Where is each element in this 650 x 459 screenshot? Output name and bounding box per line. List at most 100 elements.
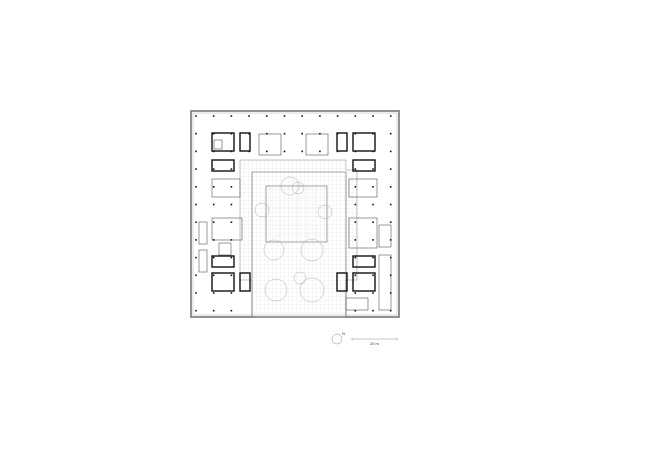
- north-label: N: [342, 331, 345, 336]
- column: [389, 186, 392, 188]
- column: [195, 150, 197, 153]
- column: [372, 221, 374, 223]
- column: [354, 115, 357, 117]
- column: [389, 292, 392, 294]
- room-e3: [378, 224, 392, 248]
- column: [354, 256, 357, 259]
- column: [389, 239, 392, 241]
- column: [212, 239, 215, 241]
- column: [354, 186, 357, 188]
- column: [389, 256, 392, 259]
- column: [212, 115, 215, 117]
- core-sw-upper: [211, 255, 235, 268]
- core-sw: [211, 272, 235, 292]
- room-w5: [198, 249, 208, 273]
- scale-label: 20 m: [370, 341, 380, 346]
- column: [230, 132, 233, 135]
- column: [283, 132, 286, 135]
- column: [266, 115, 268, 117]
- column: [212, 221, 215, 223]
- column: [230, 309, 233, 312]
- stair-nw: [239, 132, 251, 152]
- column: [212, 292, 215, 294]
- column: [266, 132, 268, 135]
- column: [212, 150, 215, 153]
- column: [389, 221, 392, 223]
- column: [212, 203, 215, 206]
- column: [372, 256, 374, 259]
- column: [354, 221, 357, 223]
- room-n2: [305, 133, 329, 156]
- column: [354, 150, 357, 153]
- column: [212, 168, 215, 170]
- column: [336, 150, 339, 153]
- column: [354, 309, 357, 312]
- column: [230, 256, 233, 259]
- core-nw: [211, 132, 235, 152]
- column: [389, 168, 392, 170]
- core-nw-lower: [211, 159, 235, 172]
- room-e2: [348, 217, 378, 249]
- tree: [317, 204, 333, 220]
- column: [372, 115, 374, 117]
- column: [389, 309, 392, 312]
- column: [372, 150, 374, 153]
- tree: [300, 238, 324, 262]
- north-circle: [331, 333, 343, 345]
- column: [212, 274, 215, 277]
- tree: [293, 271, 307, 285]
- north-arrow: N: [331, 331, 345, 345]
- column: [230, 168, 233, 170]
- column: [195, 115, 197, 117]
- column: [372, 203, 374, 206]
- column: [301, 150, 303, 153]
- scale-bar: 20 m: [351, 337, 398, 346]
- column: [389, 132, 392, 135]
- column: [195, 256, 197, 259]
- tree: [299, 277, 325, 303]
- room-w2: [211, 217, 243, 241]
- column: [354, 292, 357, 294]
- column: [248, 115, 250, 117]
- column: [230, 239, 233, 241]
- core-ne-lower: [352, 159, 376, 172]
- column: [372, 292, 374, 294]
- column: [195, 239, 197, 241]
- column: [195, 203, 197, 206]
- tree: [254, 202, 270, 218]
- column: [195, 274, 197, 277]
- column: [195, 292, 197, 294]
- column: [195, 309, 197, 312]
- column: [372, 309, 374, 312]
- column: [354, 274, 357, 277]
- column: [230, 221, 233, 223]
- column: [389, 150, 392, 153]
- column: [372, 186, 374, 188]
- elevator: [213, 139, 223, 150]
- cores: [198, 132, 392, 311]
- room-n1: [258, 133, 282, 156]
- column: [248, 132, 250, 135]
- room-w1: [211, 178, 241, 198]
- column: [354, 132, 357, 135]
- column: [230, 203, 233, 206]
- column: [230, 186, 233, 188]
- column: [319, 115, 321, 117]
- column: [212, 256, 215, 259]
- column: [266, 150, 268, 153]
- column: [389, 115, 392, 117]
- column: [195, 168, 197, 170]
- column: [354, 168, 357, 170]
- column: [372, 132, 374, 135]
- column: [230, 292, 233, 294]
- column: [372, 168, 374, 170]
- column: [230, 274, 233, 277]
- column: [195, 186, 197, 188]
- column: [248, 150, 250, 153]
- column: [372, 239, 374, 241]
- core-se-upper: [352, 255, 376, 268]
- tree: [291, 181, 305, 195]
- stair-sw: [239, 272, 251, 292]
- room-w4: [198, 221, 208, 245]
